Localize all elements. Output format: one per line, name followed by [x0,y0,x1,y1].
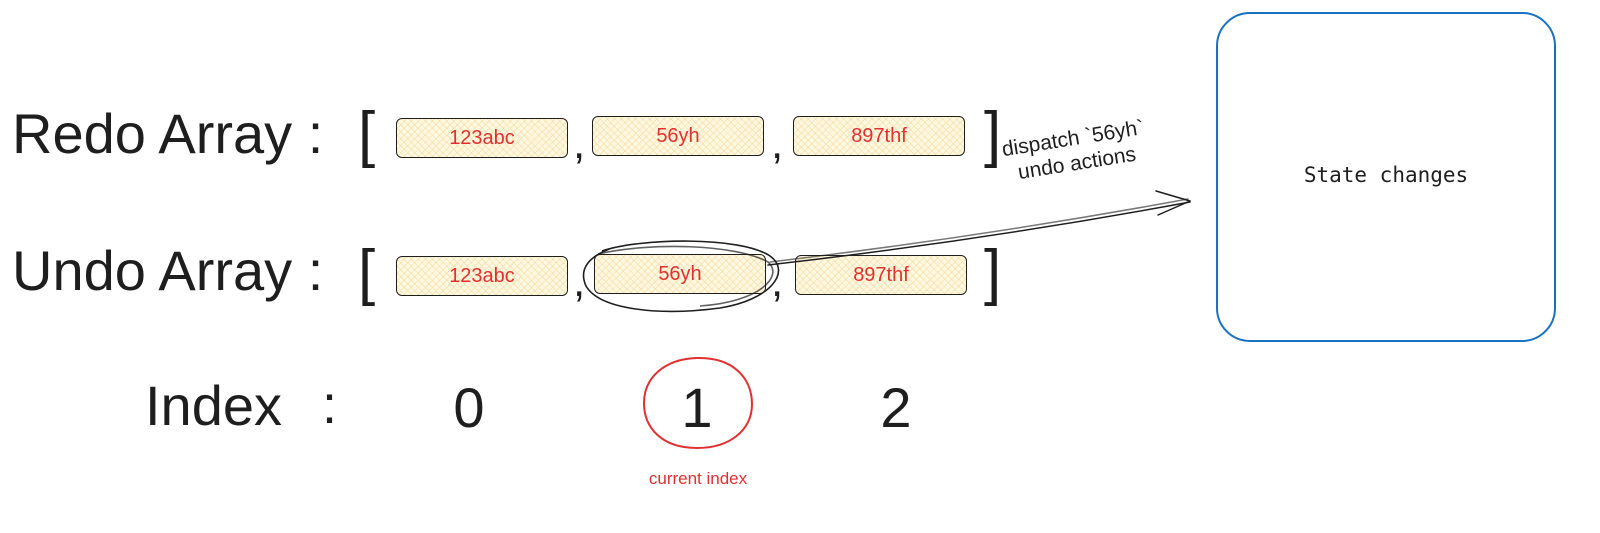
dispatch-note: dispatch `56yh` undo actions [1000,116,1146,185]
undo-cell-1: 56yh [594,254,766,294]
dispatch-arrow [767,190,1191,266]
undo-cell-0: 123abc [396,256,568,296]
redo-close-bracket: ] [984,100,1002,169]
redo-separator-0: , [573,119,586,168]
undo-close-bracket: ] [984,238,1002,307]
undo-cell-2: 897thf [795,255,967,295]
state-changes-label: State changes [1303,163,1469,187]
current-index-note: current index [648,469,748,488]
redo-cell-1: 56yh [592,116,764,156]
index-value-1: 1 [681,376,713,439]
redo-cell-0: 123abc [396,118,568,158]
index-value-0: 0 [453,376,485,439]
redo-open-bracket: [ [358,100,376,169]
undo-separator-0: , [573,257,586,306]
state-changes-box: State changes [1216,12,1556,342]
index-value-2: 2 [880,376,912,439]
undo-separator-1: , [771,257,784,306]
redo-array-label: Redo Array : [12,102,324,165]
redo-cell-2: 897thf [793,116,965,156]
redo-separator-1: , [771,119,784,168]
undo-array-label: Undo Array : [12,239,324,302]
index-colon: : [322,375,338,435]
undo-open-bracket: [ [358,238,376,307]
index-label: Index [145,374,282,437]
